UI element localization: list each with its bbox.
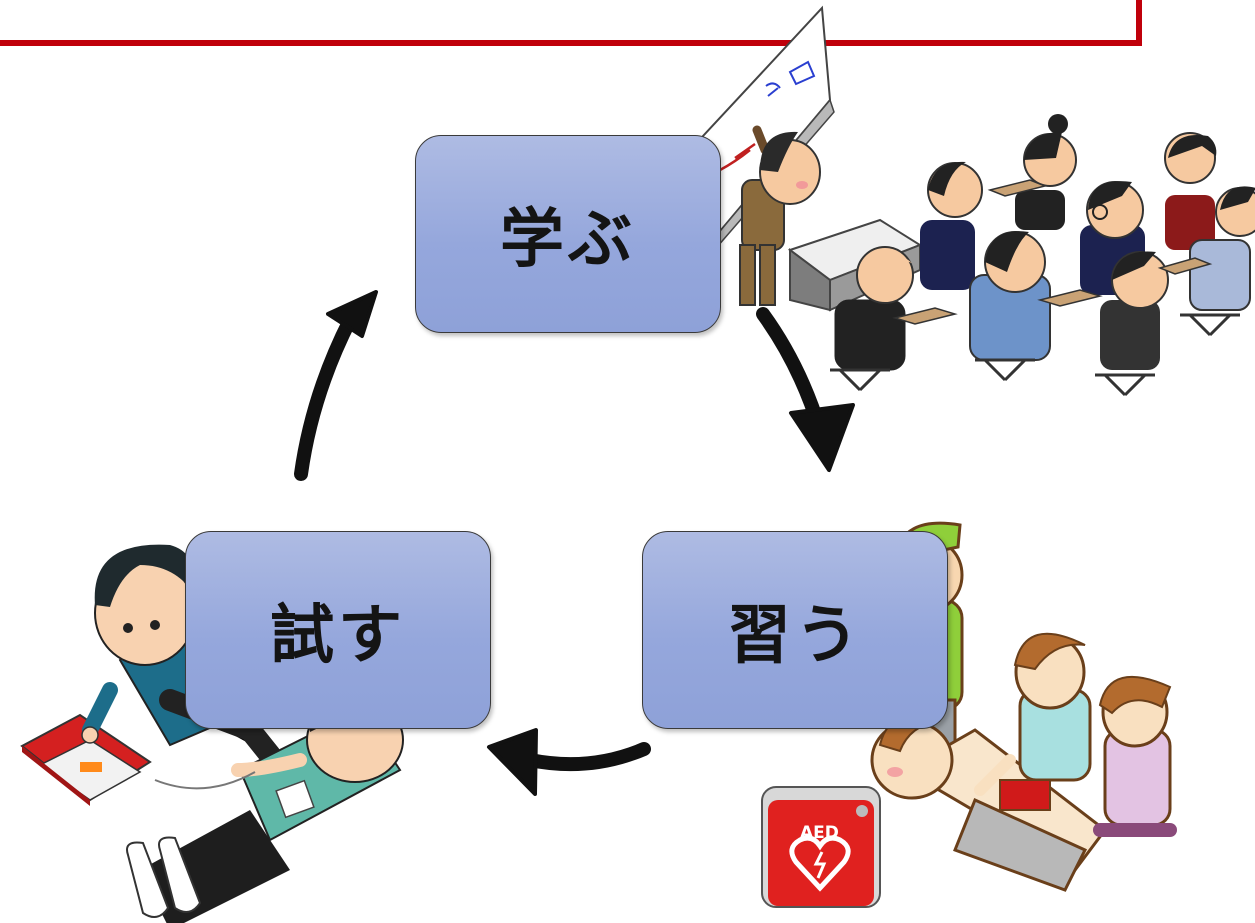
bystander bbox=[1093, 675, 1177, 837]
aed-unit-open bbox=[20, 713, 152, 806]
arrow-learn-to-taught bbox=[756, 307, 855, 472]
student-2 bbox=[920, 161, 983, 290]
node-taught-label: 習う bbox=[727, 599, 863, 673]
student-3 bbox=[969, 231, 1051, 382]
node-try-label: 試す bbox=[270, 599, 406, 673]
arrow-taught-to-try bbox=[487, 728, 651, 796]
student-6 bbox=[1095, 251, 1169, 397]
node-taught: 習う bbox=[642, 531, 948, 729]
arrow-try-to-learn bbox=[294, 290, 378, 481]
title-frame bbox=[0, 0, 1142, 46]
aed-device: AED bbox=[761, 786, 881, 908]
cycle-arrows bbox=[294, 290, 855, 796]
audience bbox=[830, 114, 1255, 397]
student-8 bbox=[1180, 186, 1255, 337]
lecture-illustration bbox=[688, 5, 1255, 397]
node-learn: 学ぶ bbox=[415, 135, 721, 333]
node-learn-label: 学ぶ bbox=[500, 203, 636, 277]
rescuer bbox=[974, 632, 1092, 811]
teacher-figure bbox=[739, 125, 821, 306]
node-try: 試す bbox=[185, 531, 491, 729]
student-7 bbox=[1164, 132, 1217, 250]
student-4 bbox=[1015, 114, 1077, 230]
student-1 bbox=[830, 246, 914, 392]
